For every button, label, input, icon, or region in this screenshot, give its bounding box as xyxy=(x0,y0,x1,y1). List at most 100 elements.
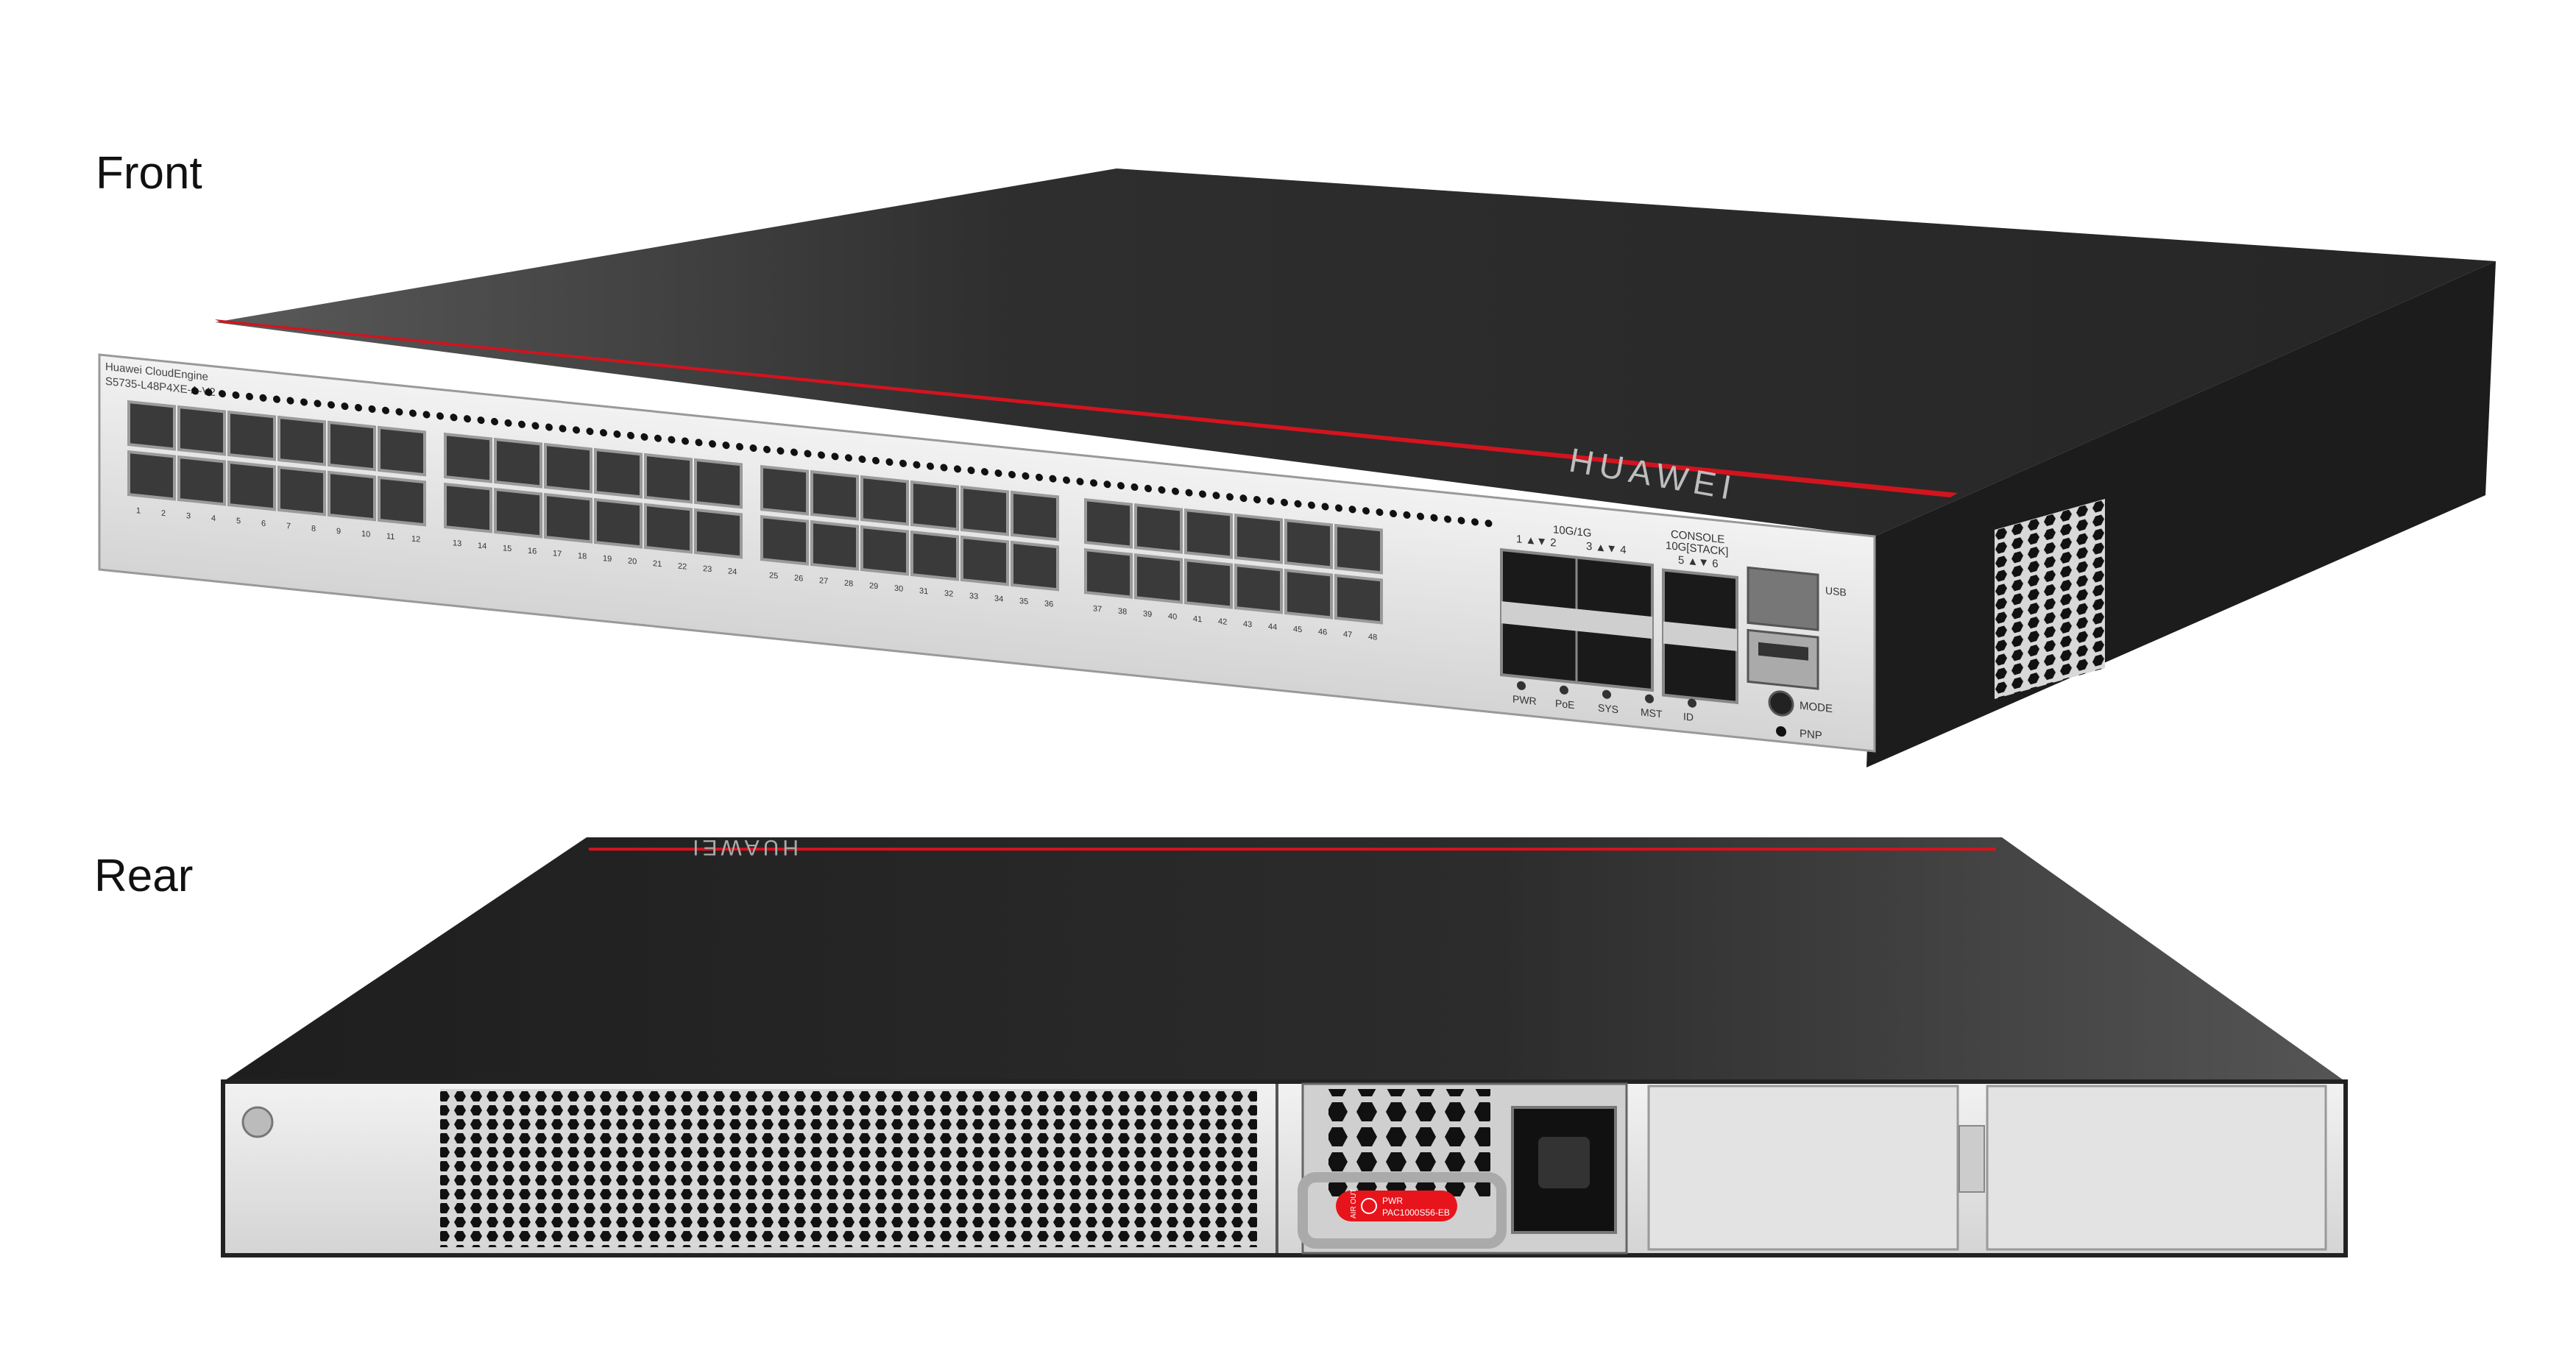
rj45-port-1[interactable] xyxy=(127,400,176,451)
rj45-port-4[interactable] xyxy=(177,455,226,506)
rj45-port-15[interactable] xyxy=(494,437,542,489)
rj45-port-43[interactable] xyxy=(1234,513,1283,564)
port-number-label: 40 xyxy=(1168,612,1177,622)
port-led xyxy=(545,423,553,431)
sfp-stack-ports-5-6[interactable] xyxy=(1662,568,1738,705)
port-led xyxy=(1090,479,1097,487)
rj45-port-36[interactable] xyxy=(1011,540,1059,592)
rj45-port-40[interactable] xyxy=(1134,553,1183,604)
rj45-port-17[interactable] xyxy=(544,442,592,494)
sfp-ports-1-4[interactable] xyxy=(1500,547,1654,692)
rj45-port-31[interactable] xyxy=(910,480,959,531)
rj45-port-44[interactable] xyxy=(1234,563,1283,614)
port-led xyxy=(818,451,825,459)
rj45-port-32[interactable] xyxy=(910,530,959,581)
rj45-port-24[interactable] xyxy=(694,508,743,559)
rj45-port-45[interactable] xyxy=(1284,518,1333,570)
rj45-port-5[interactable] xyxy=(227,410,276,461)
rj45-port-29[interactable] xyxy=(860,475,909,526)
port-led xyxy=(885,458,894,466)
rj45-port-13[interactable] xyxy=(444,432,492,483)
rj45-port-28[interactable] xyxy=(810,519,859,571)
psu-airflow-label: AIR OUT xyxy=(1350,1188,1358,1218)
port-led xyxy=(573,426,580,434)
rj45-port-6[interactable] xyxy=(227,460,276,511)
rj45-port-11[interactable] xyxy=(378,425,426,477)
rj45-port-21[interactable] xyxy=(644,453,693,504)
port-number-label: 26 xyxy=(794,574,803,583)
port-led xyxy=(328,401,335,409)
led-label: PoE xyxy=(1555,698,1574,712)
port-number-label: 14 xyxy=(478,542,486,551)
port-led xyxy=(1226,493,1234,501)
port-led xyxy=(286,397,294,405)
rj45-port-38[interactable] xyxy=(1084,548,1133,599)
port-led xyxy=(191,387,199,395)
rj45-port-42[interactable] xyxy=(1184,558,1233,609)
port-number-label: 42 xyxy=(1218,617,1227,627)
rj45-port-12[interactable] xyxy=(378,475,426,527)
rj45-port-48[interactable] xyxy=(1334,573,1383,625)
rj45-port-46[interactable] xyxy=(1284,568,1333,620)
rj45-port-23[interactable] xyxy=(694,458,743,509)
mode-button[interactable] xyxy=(1768,690,1794,717)
port-led xyxy=(382,406,389,414)
port-led xyxy=(436,412,444,420)
port-number-label: 32 xyxy=(944,589,953,599)
port-led xyxy=(695,439,703,447)
power-supply-module[interactable]: AIR OUT PWR PAC1000S56-EB xyxy=(1298,1082,1628,1255)
psu-handle[interactable] xyxy=(1298,1172,1507,1249)
port-number-label: 33 xyxy=(969,592,978,601)
rj45-port-33[interactable] xyxy=(960,485,1009,536)
rj45-port-37[interactable] xyxy=(1084,498,1133,549)
port-led xyxy=(1199,490,1206,498)
front-switch: HUAWEI Huawei CloudEngine S5735-L48P4XE-… xyxy=(98,168,2496,767)
port-number-label: 13 xyxy=(453,539,461,548)
port-led xyxy=(1308,501,1315,509)
port-led xyxy=(450,414,458,422)
port-number-label: 43 xyxy=(1243,620,1252,629)
rj45-port-7[interactable] xyxy=(277,415,326,467)
rj45-port-22[interactable] xyxy=(644,503,693,554)
rj45-port-3[interactable] xyxy=(177,405,226,456)
port-number-label: 38 xyxy=(1118,607,1127,617)
rj45-port-8[interactable] xyxy=(277,465,326,517)
port-led xyxy=(1362,507,1370,515)
rj45-port-35[interactable] xyxy=(1011,490,1059,542)
pnp-button[interactable] xyxy=(1776,726,1786,737)
rj45-port-30[interactable] xyxy=(860,525,909,576)
rj45-port-25[interactable] xyxy=(760,464,809,516)
rj45-port-10[interactable] xyxy=(328,470,376,522)
rj45-port-39[interactable] xyxy=(1134,503,1183,554)
port-led xyxy=(1076,478,1084,486)
port-led xyxy=(722,441,730,450)
port-led xyxy=(219,390,226,398)
port-number-label: 45 xyxy=(1293,625,1302,634)
rj45-port-34[interactable] xyxy=(960,535,1009,586)
port-number-label: 10 xyxy=(361,529,370,539)
rj45-port-26[interactable] xyxy=(760,514,809,566)
rj45-port-9[interactable] xyxy=(328,420,376,472)
rj45-port-16[interactable] xyxy=(494,487,542,539)
port-led xyxy=(409,409,417,417)
rj45-port-41[interactable] xyxy=(1184,508,1233,559)
port-number-label: 9 xyxy=(336,527,341,536)
slot-latch[interactable] xyxy=(1958,1125,1985,1193)
port-led xyxy=(1471,518,1479,526)
rj45-port-18[interactable] xyxy=(544,492,592,544)
rj45-port-14[interactable] xyxy=(444,482,492,533)
top-cover xyxy=(215,168,2496,536)
port-led xyxy=(913,461,921,469)
port-number-label: 39 xyxy=(1143,609,1152,619)
port-led xyxy=(845,454,852,462)
blank-slot-1 xyxy=(1647,1085,1959,1251)
port-led xyxy=(1022,472,1030,480)
rj45-port-27[interactable] xyxy=(810,469,859,521)
sfp-ports-label-b: 3 ▲▼ 4 xyxy=(1586,540,1627,557)
rj45-port-19[interactable] xyxy=(594,447,643,499)
rj45-port-47[interactable] xyxy=(1334,523,1383,575)
rj45-port-20[interactable] xyxy=(594,497,643,549)
console-port[interactable] xyxy=(1747,566,1819,631)
rj45-port-2[interactable] xyxy=(127,450,176,501)
